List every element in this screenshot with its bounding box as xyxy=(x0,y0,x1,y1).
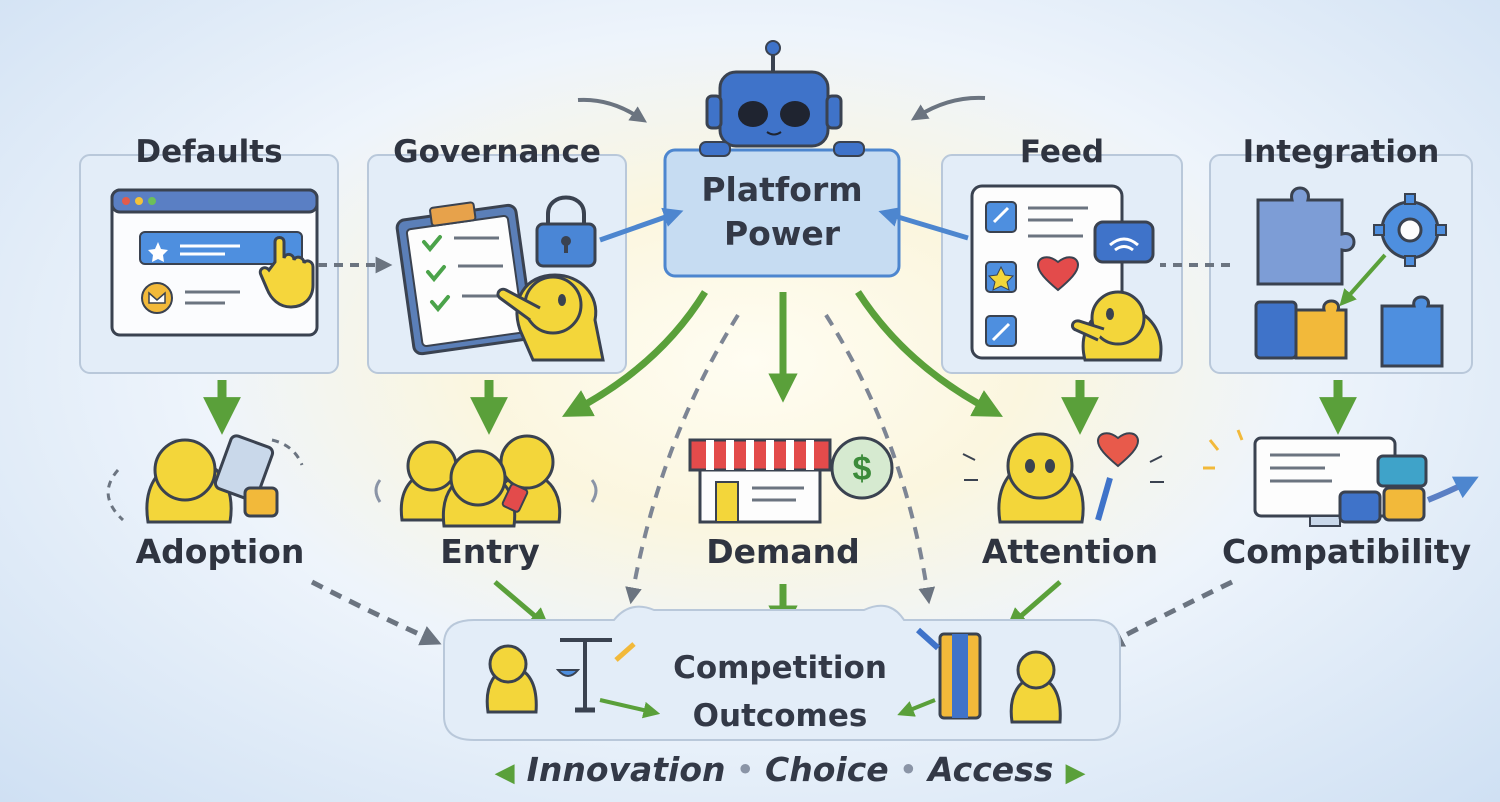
tagline-separator-1: • xyxy=(735,750,755,789)
feed-icon xyxy=(970,184,1163,362)
platform-power-label: Platform Power xyxy=(663,168,901,256)
outcome-line2: Outcomes xyxy=(692,698,868,734)
monitor-windows-icon xyxy=(1203,429,1479,527)
arrow-compatibility-to-outcome xyxy=(1102,579,1234,647)
arrow-entry-to-outcome xyxy=(493,580,550,629)
arrow-top-right-curve xyxy=(910,95,986,121)
competition-outcomes-label: Competition Outcomes xyxy=(640,644,920,740)
robot-icon xyxy=(705,40,843,148)
arrow-governance-to-center xyxy=(599,207,684,243)
defaults-label: Defaults xyxy=(135,134,283,170)
browser-pointer-icon xyxy=(110,188,319,337)
demand-label: Demand xyxy=(706,532,860,571)
arrow-center-to-entry xyxy=(562,290,708,417)
group-icon xyxy=(374,434,598,528)
governance-label: Governance xyxy=(393,134,601,170)
tagline-choice: Choice xyxy=(765,750,889,789)
tagline-innovation: Innovation xyxy=(526,750,726,789)
tagline-access: Access xyxy=(928,750,1054,789)
person-scale-icon xyxy=(485,638,661,719)
platform-power-line1: Platform xyxy=(701,170,863,209)
svg-text:$: $ xyxy=(853,450,872,488)
person-heart-icon xyxy=(962,432,1164,524)
arrow-attention-to-outcome xyxy=(1006,580,1062,629)
compatibility-label: Compatibility xyxy=(1222,532,1472,571)
feed-label: Feed xyxy=(1019,134,1105,170)
tagline-right-arrow-icon: ▶ xyxy=(1065,758,1086,788)
arrow-center-dashed-left xyxy=(625,313,740,605)
arrow-feed-to-center xyxy=(878,207,969,241)
arrow-center-dashed-right xyxy=(824,313,936,605)
storefront-icon: $ xyxy=(688,436,894,524)
platform-power-line2: Power xyxy=(724,214,840,253)
arrow-top-left-curve xyxy=(577,97,647,123)
tagline-left-arrow-icon: ◀ xyxy=(494,758,515,788)
person-phone-icon xyxy=(106,434,304,524)
person-tools-icon xyxy=(897,627,1062,724)
arrow-adoption-to-outcome xyxy=(310,579,442,646)
integration-label: Integration xyxy=(1242,134,1440,170)
arrow-center-to-attention xyxy=(855,290,1003,417)
attention-label: Attention xyxy=(981,532,1159,571)
adoption-label: Adoption xyxy=(135,532,305,571)
tagline-separator-2: • xyxy=(898,750,919,789)
puzzle-gear-icon xyxy=(1254,186,1447,368)
tagline: ◀Innovation•Choice•Access▶ xyxy=(470,750,1110,789)
outcome-line1: Competition xyxy=(673,650,887,686)
checklist-lock-icon xyxy=(395,195,605,362)
entry-label: Entry xyxy=(440,532,540,571)
